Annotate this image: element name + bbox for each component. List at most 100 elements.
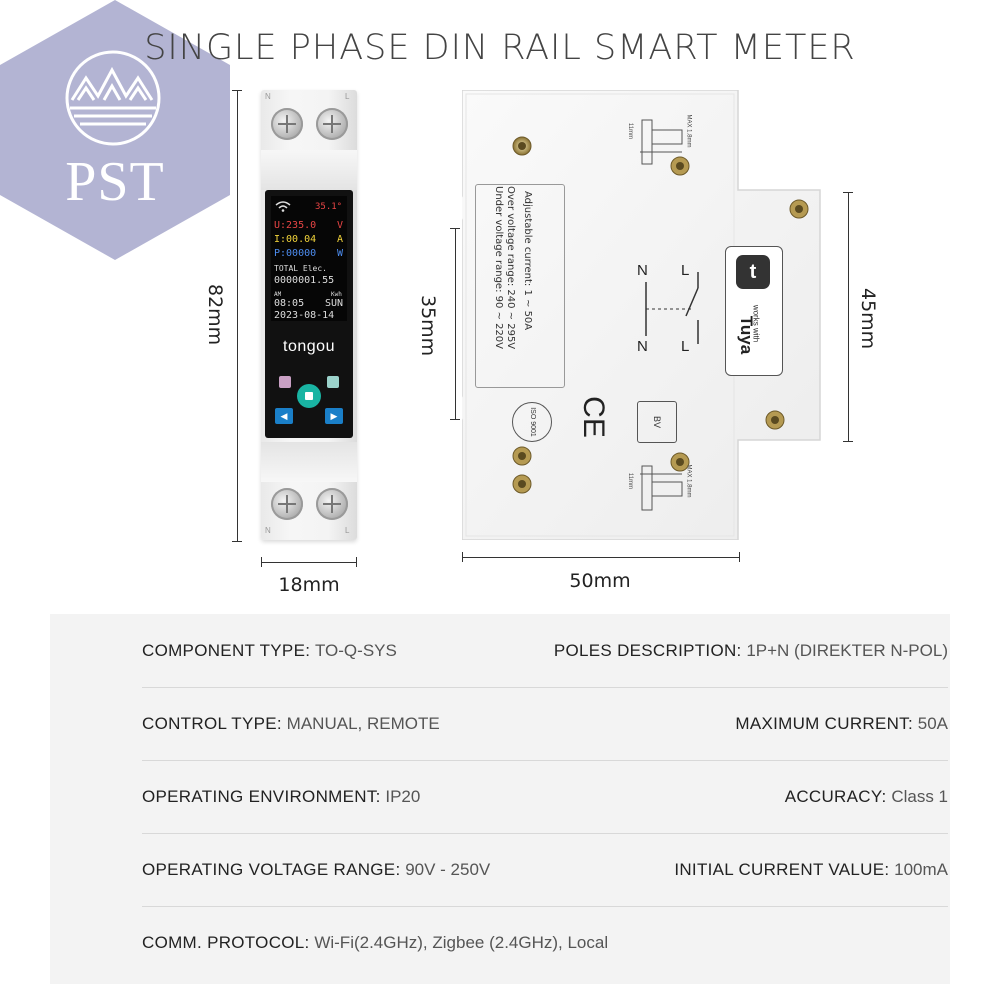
front-ridge: [261, 442, 357, 482]
wire-clamp-diagram-bottom: [640, 465, 683, 511]
lcd-temp: 35.1°: [315, 202, 343, 212]
spec-row: COMPONENT TYPE: TO-Q-SYS POLES DESCRIPTI…: [142, 614, 948, 687]
specs-table: COMPONENT TYPE: TO-Q-SYS POLES DESCRIPTI…: [50, 614, 950, 984]
display-panel: 35.1° U:235.0 V I:00.04 A P:00000 W TOTA…: [265, 190, 353, 438]
ce-mark: CE: [577, 396, 610, 438]
dimension-tick: [232, 90, 242, 91]
spec-row: OPERATING VOLTAGE RANGE: 90V - 250V INIT…: [142, 833, 948, 906]
left-arrow-button[interactable]: ◀: [275, 408, 293, 424]
dimension-tick: [462, 552, 463, 562]
ok-button[interactable]: [297, 384, 321, 408]
spec-label: MAXIMUM CURRENT:: [735, 714, 914, 733]
spec-value: Wi-Fi(2.4GHz), Zigbee (2.4GHz), Local: [314, 933, 609, 952]
spec-value: IP20: [385, 787, 421, 806]
circuit-switch-diagram: [645, 272, 699, 344]
wire-clamp-diagram-top: [640, 119, 683, 165]
tuya-icon: t: [736, 255, 770, 289]
right-arrow-button[interactable]: ▶: [325, 408, 343, 424]
terminal-label-n-top: N: [265, 92, 271, 101]
spec-label: ACCURACY:: [784, 787, 887, 806]
spec-value: 1P+N (DIREKTER N-POL): [746, 641, 948, 660]
brand-label: tongou: [283, 338, 335, 355]
menu-button[interactable]: [279, 376, 291, 388]
divider: [142, 687, 948, 688]
logo-text: PST: [65, 151, 165, 213]
spec-label-line: Over voltage range: 240 ~ 295V: [505, 186, 516, 350]
screw-icon: [316, 488, 348, 520]
spec-label-line: Adjustable current: 1 ~ 50A: [522, 191, 533, 331]
circuit-label-n-bottom: N: [637, 338, 648, 355]
terminal-label-n-bottom: N: [265, 526, 271, 535]
spec-label-box: [475, 184, 565, 388]
brass-screw-icon: [789, 199, 809, 219]
terminal-label-l-bottom: L: [345, 526, 350, 535]
screw-icon: [271, 108, 303, 140]
front-width-label: 18mm: [278, 574, 340, 596]
wifi-icon: [275, 201, 291, 212]
brass-screw-icon: [512, 446, 532, 466]
spec-value: 100mA: [894, 860, 948, 879]
screw-icon: [316, 108, 348, 140]
circuit-label-n-top: N: [637, 262, 648, 279]
side-width-label: 50mm: [569, 570, 631, 592]
lcd-screen: 35.1° U:235.0 V I:00.04 A P:00000 W TOTA…: [271, 196, 347, 321]
lcd-time: 08:05: [274, 298, 305, 309]
brass-screw-icon: [670, 156, 690, 176]
spec-label: CONTROL TYPE:: [142, 714, 282, 733]
spec-value: Class 1: [891, 787, 948, 806]
lcd-power: P:00000: [274, 248, 317, 259]
dimension-tick: [450, 228, 460, 229]
brass-screw-icon: [512, 136, 532, 156]
side-inner-height-dimension-line: [455, 228, 456, 420]
lcd-voltage-unit: V: [337, 220, 344, 231]
terminal-label-l-top: L: [345, 92, 350, 101]
clamp-text-top: MAX 1.8mm: [685, 114, 692, 148]
spec-value: 90V - 250V: [405, 860, 491, 879]
spec-label-line: Under voltage range: 90 ~ 220V: [493, 186, 504, 350]
front-ridge: [261, 150, 357, 190]
spec-label: COMM. PROTOCOL:: [142, 933, 310, 952]
lcd-ampm: AM: [274, 291, 282, 298]
dimension-tick: [450, 419, 460, 420]
side-width-dimension-line: [462, 557, 740, 558]
dimension-tick: [739, 552, 740, 562]
spec-label: OPERATING ENVIRONMENT:: [142, 787, 381, 806]
lcd-date: 2023-08-14: [274, 310, 335, 321]
back-button[interactable]: [327, 376, 339, 388]
dimension-tick: [843, 441, 853, 442]
spec-label: COMPONENT TYPE:: [142, 641, 311, 660]
lcd-current-unit: A: [337, 234, 344, 245]
page-title: SINGLE PHASE DIN RAIL SMART METER: [144, 28, 856, 68]
circuit-label-l-top: L: [681, 262, 690, 279]
tuya-brand: Tuya: [737, 315, 756, 355]
brass-screw-icon: [670, 452, 690, 472]
side-inner-height-label: 35mm: [417, 295, 439, 357]
tuya-badge: t works with Tuya: [725, 246, 783, 376]
lcd-total-value: 0000001.55: [274, 275, 335, 286]
dimension-tick: [261, 557, 262, 567]
pst-logo: [0, 0, 230, 260]
spec-value: MANUAL, REMOTE: [286, 714, 440, 733]
spec-row: CONTROL TYPE: MANUAL, REMOTE MAXIMUM CUR…: [142, 687, 948, 760]
spec-row: OPERATING ENVIRONMENT: IP20 ACCURACY: Cl…: [142, 760, 948, 833]
iso-mark: ISO 9001: [512, 402, 552, 442]
screw-icon: [271, 488, 303, 520]
lcd-total-unit: Kwh: [331, 291, 342, 298]
dimension-tick: [843, 192, 853, 193]
side-height-dimension-line: [848, 192, 849, 442]
front-width-dimension-line: [261, 562, 357, 563]
spec-value: 50A: [917, 714, 948, 733]
bv-mark: BV: [637, 401, 677, 443]
spec-value: TO-Q-SYS: [314, 641, 397, 660]
dimension-tick: [232, 541, 242, 542]
circuit-label-l-bottom: L: [681, 338, 690, 355]
spec-row: COMM. PROTOCOL: Wi-Fi(2.4GHz), Zigbee (2…: [142, 906, 948, 979]
brass-screw-icon: [512, 474, 532, 494]
lcd-current: I:00.04: [274, 234, 317, 245]
spec-label: INITIAL CURRENT VALUE:: [674, 860, 890, 879]
brass-screw-icon: [765, 410, 785, 430]
divider: [142, 906, 948, 907]
dimension-tick: [356, 557, 357, 567]
divider: [142, 833, 948, 834]
divider: [142, 760, 948, 761]
